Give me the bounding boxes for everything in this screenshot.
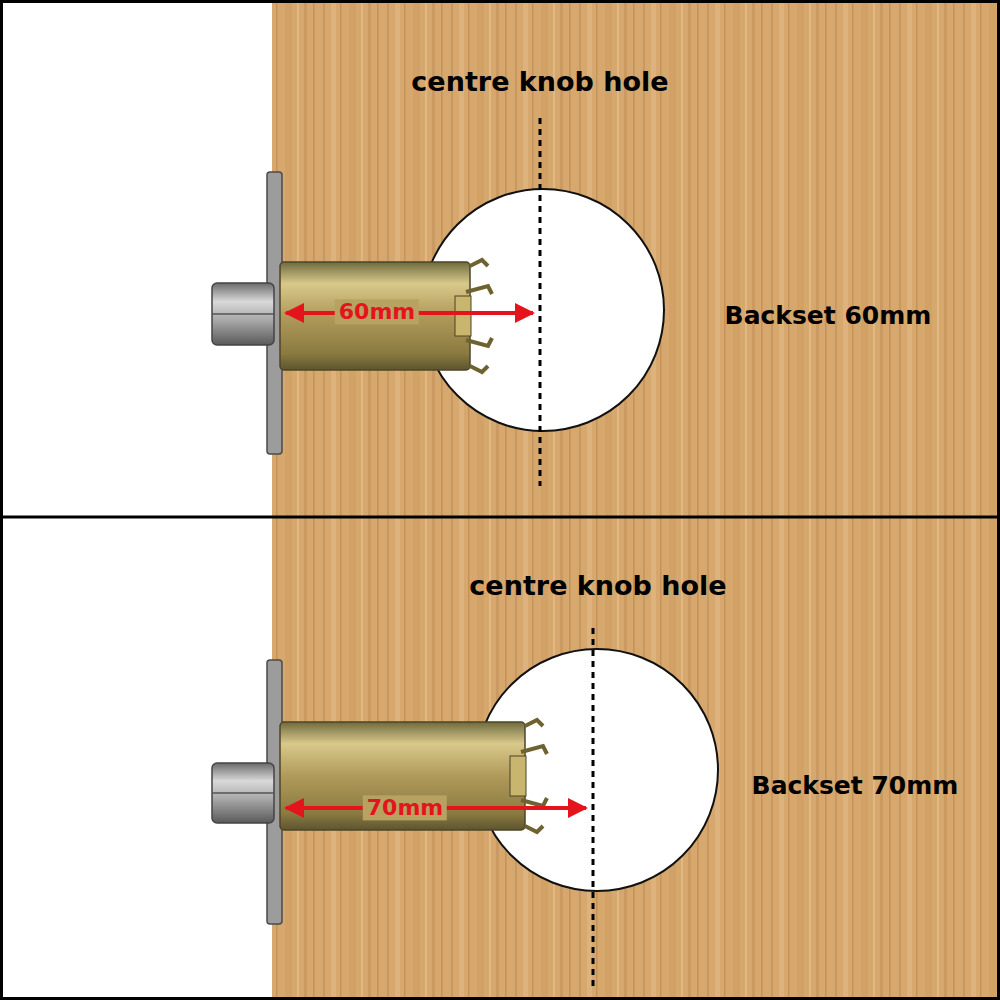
backset-label: Backset 70mm — [752, 772, 959, 801]
dimension-label: 70mm — [363, 795, 447, 820]
panel-divider — [0, 516, 1000, 519]
latch-60 — [212, 118, 664, 486]
backset-label: Backset 60mm — [725, 302, 932, 331]
heading-label: centre knob hole — [469, 570, 726, 601]
latch-70 — [212, 628, 718, 986]
dimension-label: 60mm — [335, 299, 419, 324]
door-wood — [272, 0, 1000, 1000]
heading-label: centre knob hole — [411, 66, 668, 97]
